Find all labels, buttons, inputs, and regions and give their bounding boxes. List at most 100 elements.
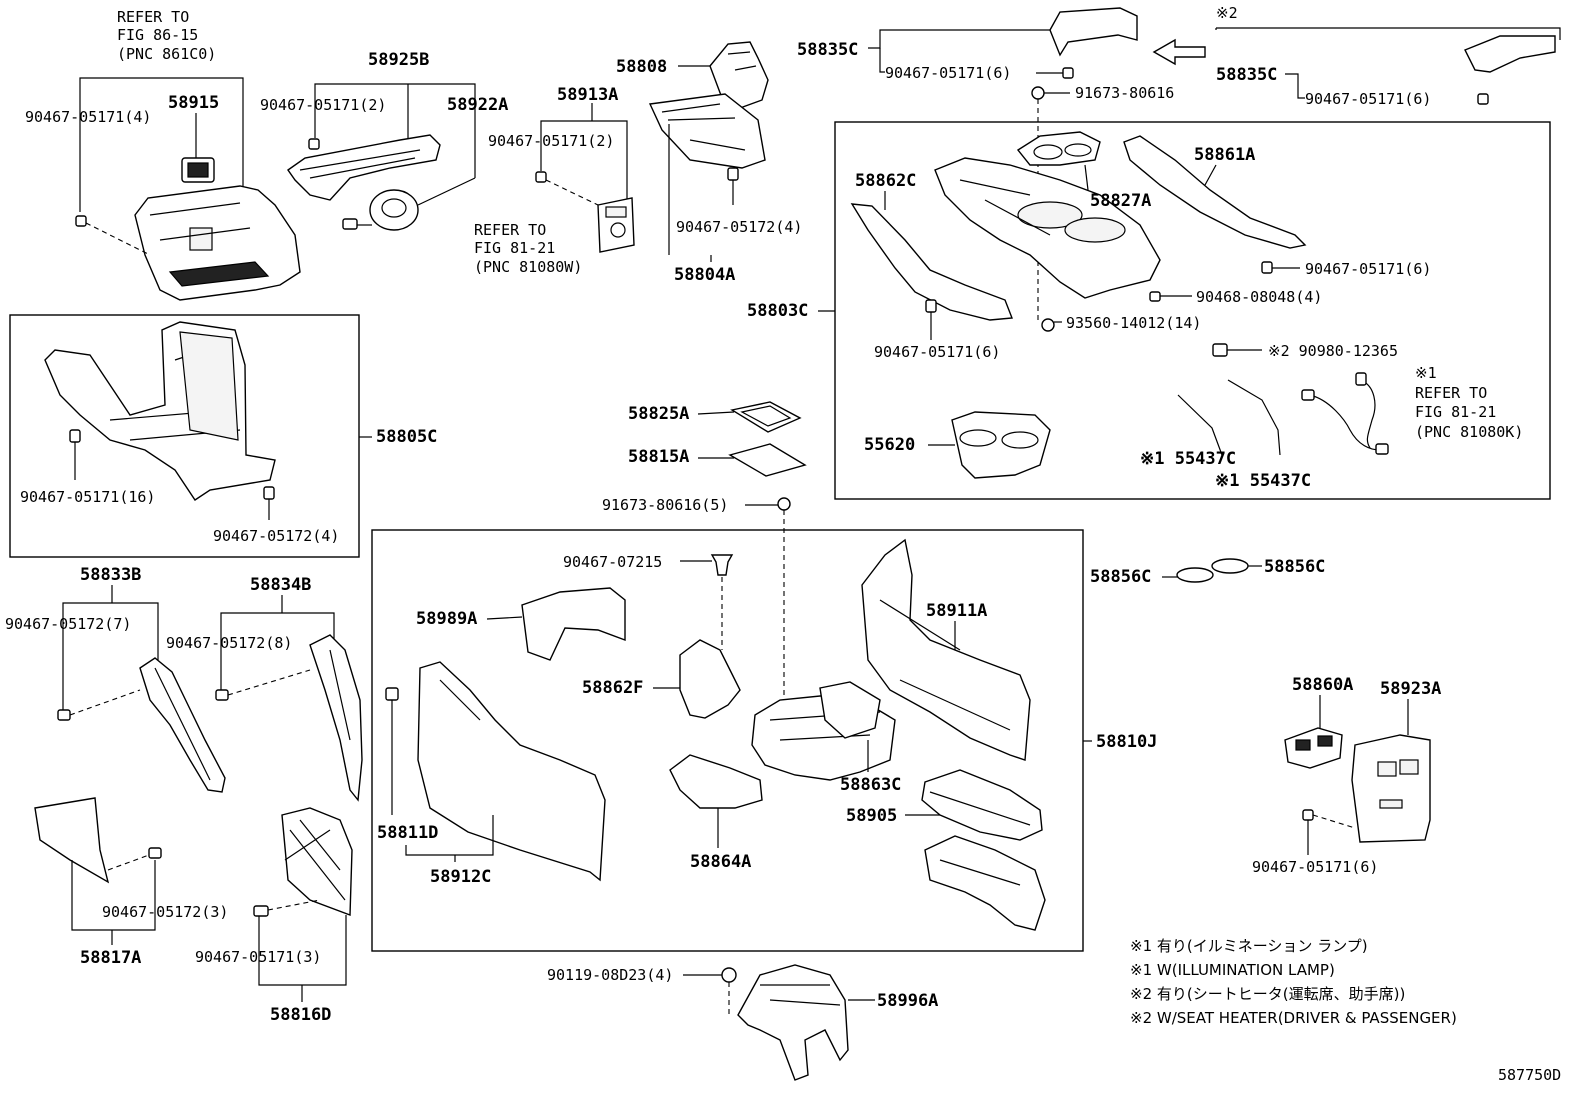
legend-line-3: ※2 有り(シートヒータ(運転席、助手席)) — [1130, 985, 1405, 1003]
clip-icon — [308, 138, 320, 150]
part-label-58913A: 58913A — [557, 85, 618, 105]
wire-harness — [1309, 379, 1381, 451]
part-58923A-panel — [1351, 734, 1431, 843]
clip-label-90467-05171-4: 90467-05171(4) — [25, 108, 151, 126]
part-55437C-lamp-a — [1177, 394, 1223, 456]
clip-label-90467-05171-6-e: 90467-05171(6) — [1252, 858, 1378, 876]
part-label-58835C-a: 58835C — [797, 40, 858, 60]
part-58856C-mat-b — [1211, 558, 1249, 574]
part-58825A-mat — [730, 401, 802, 433]
refer-label-81080K-line3: (PNC 81080K) — [1415, 423, 1523, 441]
clip-label-90467-05172-4-a: 90467-05172(4) — [676, 218, 802, 236]
part-label-58989A: 58989A — [416, 609, 477, 629]
clip-label-90467-07215: 90467-07215 — [563, 553, 662, 571]
clip-label-90980-12365: ※2 90980-12365 — [1268, 342, 1398, 360]
part-label-58856C-a: 58856C — [1090, 567, 1151, 587]
part-58835C-trim — [1049, 7, 1138, 57]
clip-label-90467-05171-6-d: 90467-05171(6) — [874, 343, 1000, 361]
part-58864A-duct — [669, 754, 763, 809]
connector-icon — [1212, 343, 1228, 357]
part-58911A-side-panel — [861, 538, 1031, 761]
part-console-lid-base — [924, 835, 1046, 931]
arrow-icon — [1152, 38, 1206, 66]
part-label-58817A: 58817A — [80, 948, 141, 968]
part-label-58912C: 58912C — [430, 867, 491, 887]
clip-label-90467-05171-6-c: 90467-05171(6) — [1305, 260, 1431, 278]
part-58912C-side-panel — [417, 661, 606, 882]
clip-label-90468-08048-4: 90468-08048(4) — [1196, 288, 1322, 306]
clip-label-90467-05171-6-b: 90467-05171(6) — [1305, 90, 1431, 108]
legend-line-1: ※1 有り(イルミネーション ランプ) — [1130, 937, 1368, 955]
refer-label-81-21-line3: (PNC 81080W) — [474, 258, 582, 276]
clip-icon — [727, 167, 739, 181]
connector-icon — [1375, 443, 1389, 455]
refer-label-81-21-line2: FIG 81-21 — [474, 239, 555, 257]
connector-icon — [1355, 372, 1367, 386]
part-58996A-stay — [737, 964, 849, 1081]
clip-icon — [253, 905, 269, 917]
clip-label-90467-05172-8: 90467-05172(8) — [166, 634, 292, 652]
part-label-58923A: 58923A — [1380, 679, 1441, 699]
part-label-58860A: 58860A — [1292, 675, 1353, 695]
part-label-58925B: 58925B — [368, 50, 429, 70]
clip-icon — [215, 689, 229, 701]
clip-icon — [1149, 291, 1161, 302]
clip-label-91673-80616-5: 91673-80616(5) — [602, 496, 728, 514]
clip-icon — [925, 299, 937, 313]
clip-label-90467-05172-3: 90467-05172(3) — [102, 903, 228, 921]
part-58817A-panel — [34, 797, 110, 884]
part-label-58833B: 58833B — [80, 565, 141, 585]
part-58816D-panel — [281, 807, 353, 916]
clip-icon — [57, 709, 71, 721]
clip-icon — [263, 486, 275, 500]
refer-label-86-15-line2: FIG 86-15 — [117, 26, 198, 44]
group-box-58805C — [9, 314, 360, 558]
part-label-58864A: 58864A — [690, 852, 751, 872]
clip-label-90467-05172-4-b: 90467-05172(4) — [213, 527, 339, 545]
clip-label-90467-05171-2-a: 90467-05171(2) — [260, 96, 386, 114]
push-rivet-icon — [710, 554, 734, 576]
part-label-58811D: 58811D — [377, 823, 438, 843]
note-mark-1-refer: ※1 — [1415, 364, 1437, 382]
clip-label-91673-80616: 91673-80616 — [1075, 84, 1174, 102]
part-58861A — [1123, 135, 1307, 249]
clip-icon — [1477, 93, 1489, 105]
clip-icon — [777, 497, 791, 511]
clip-icon — [148, 847, 162, 859]
part-label-58805C: 58805C — [376, 427, 437, 447]
part-58860A-switch — [1284, 727, 1343, 769]
clip-icon — [385, 687, 399, 701]
part-label-58808: 58808 — [616, 57, 667, 77]
clip-icon — [1062, 67, 1074, 79]
part-label-58803C: 58803C — [747, 301, 808, 321]
refer-label-86-15-line1: REFER TO — [117, 8, 189, 26]
part-label-55437C-a: ※1 55437C — [1140, 449, 1236, 469]
legend-line-2: ※1 W(ILLUMINATION LAMP) — [1130, 961, 1335, 979]
part-58862F-duct — [679, 639, 741, 719]
part-label-58827A: 58827A — [1090, 191, 1151, 211]
part-58827A — [1016, 131, 1101, 166]
connector-icon — [1301, 389, 1315, 401]
clip-label-90467-05171-3: 90467-05171(3) — [195, 948, 321, 966]
clip-label-90467-05171-2-b: 90467-05171(2) — [488, 132, 614, 150]
part-label-58862F: 58862F — [582, 678, 643, 698]
part-58804A-panel — [648, 93, 766, 169]
clip-icon — [69, 429, 81, 443]
part-58989A-bracket — [521, 587, 626, 661]
part-label-58862C: 58862C — [855, 171, 916, 191]
part-58856C-mat-a — [1176, 567, 1214, 583]
refer-label-81080K-line1: REFER TO — [1415, 384, 1487, 402]
part-58922A — [369, 189, 419, 231]
part-label-58922A: 58922A — [447, 95, 508, 115]
part-label-58834B: 58834B — [250, 575, 311, 595]
part-label-58810J: 58810J — [1096, 732, 1157, 752]
part-58834B-side-panel — [309, 634, 363, 802]
part-label-58911A: 58911A — [926, 601, 987, 621]
part-label-58816D: 58816D — [270, 1005, 331, 1025]
part-label-58915: 58915 — [168, 93, 219, 113]
screw-icon — [1041, 318, 1055, 332]
clip-icon — [75, 215, 87, 227]
part-label-58825A: 58825A — [628, 404, 689, 424]
clip-icon — [1031, 86, 1045, 100]
